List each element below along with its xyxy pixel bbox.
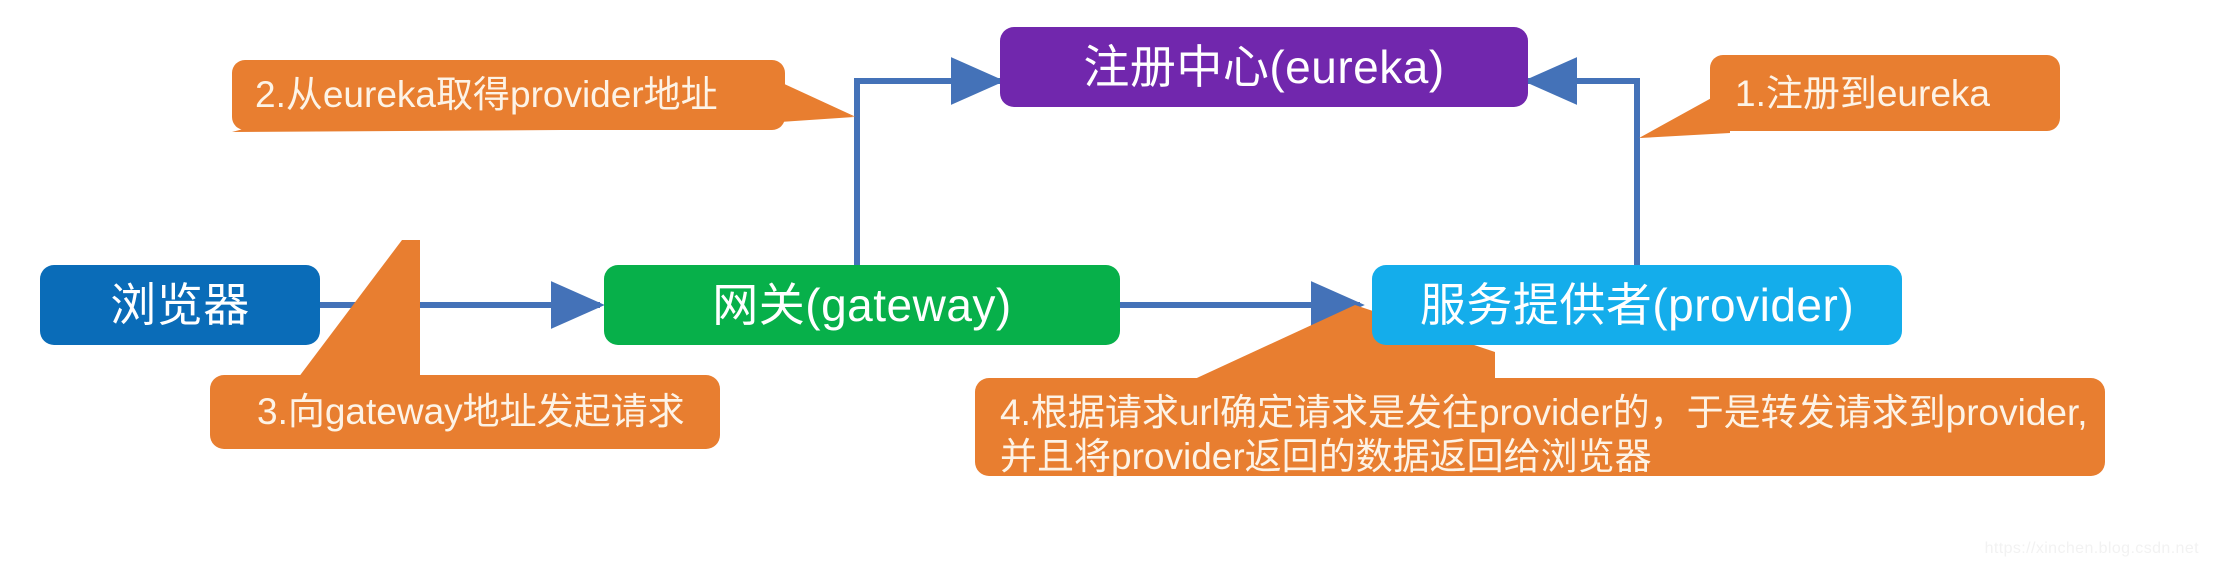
callout-step4-line1: 4.根据请求url确定请求是发往provider的，于是转发请求到provide… bbox=[1000, 392, 2088, 433]
node-gateway-label: 网关(gateway) bbox=[712, 279, 1012, 331]
callout-step1-shape bbox=[1639, 55, 2060, 138]
node-gateway[interactable]: 网关(gateway) bbox=[604, 265, 1120, 345]
node-provider-label: 服务提供者(provider) bbox=[1419, 279, 1855, 331]
node-browser-label: 浏览器 bbox=[110, 279, 250, 331]
callout-step2-text: 2.从eureka取得provider地址 bbox=[255, 74, 718, 115]
connector-provider-to-eureka bbox=[1523, 57, 1640, 268]
callout-step3[interactable]: 3.向gateway地址发起请求 bbox=[195, 240, 735, 460]
node-eureka[interactable]: 注册中心(eureka) bbox=[1000, 27, 1528, 107]
node-provider[interactable]: 服务提供者(provider) bbox=[1372, 265, 1902, 345]
watermark: https://xinchen.blog.csdn.net bbox=[1984, 540, 2199, 557]
callout-step2-shape bbox=[232, 60, 856, 132]
connector-gateway-to-eureka bbox=[854, 57, 1005, 268]
node-eureka-label: 注册中心(eureka) bbox=[1083, 41, 1445, 93]
callout-step1[interactable]: 1.注册到eureka bbox=[1625, 55, 2065, 151]
callout-step4[interactable]: 4.根据请求url确定请求是发往provider的，于是转发请求到provide… bbox=[975, 305, 2110, 480]
node-browser[interactable]: 浏览器 bbox=[40, 265, 320, 345]
callout-step1-text: 1.注册到eureka bbox=[1735, 73, 1990, 114]
callout-step3-shape bbox=[210, 240, 720, 449]
callout-step2[interactable]: 2.从eureka取得provider地址 bbox=[232, 60, 862, 148]
callout-step4-line2: 并且将provider返回的数据返回给浏览器 bbox=[1000, 436, 1652, 477]
callout-step3-text: 3.向gateway地址发起请求 bbox=[257, 391, 685, 432]
